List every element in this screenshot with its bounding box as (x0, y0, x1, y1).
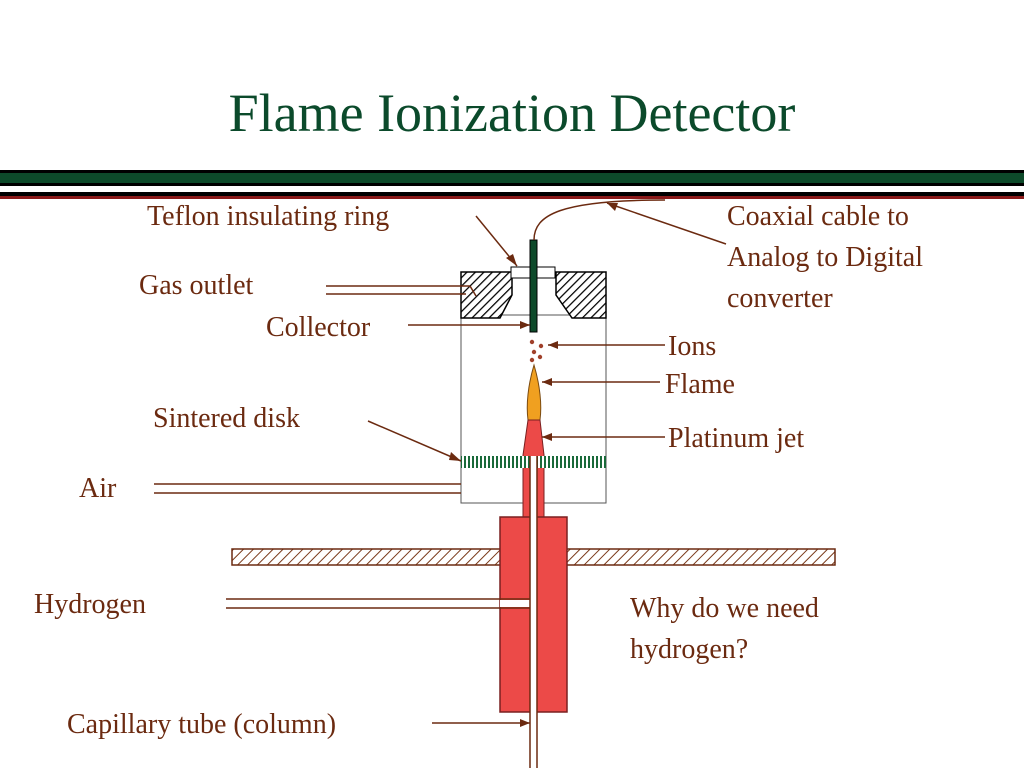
cap-left (460, 271, 513, 319)
hydrogen-inlet-pipe (226, 598, 534, 609)
label-collector: Collector (266, 312, 371, 343)
label-coax-line3: converter (727, 283, 833, 314)
label-coax-line1: Coaxial cable to (727, 201, 909, 232)
ion-dots (529, 339, 544, 363)
label-capillary: Capillary tube (column) (67, 709, 336, 740)
capillary-tube (529, 456, 538, 768)
label-sintered-disk: Sintered disk (153, 403, 300, 434)
label-hydrogen: Hydrogen (34, 589, 146, 620)
label-teflon-ring: Teflon insulating ring (147, 201, 389, 232)
cap-right (555, 271, 607, 319)
gas-outlet-pipe (326, 285, 477, 297)
label-ions: Ions (668, 331, 716, 362)
coaxial-cable (533, 199, 666, 241)
label-air: Air (79, 473, 117, 504)
label-platinum-jet: Platinum jet (668, 423, 804, 454)
question-line2: hydrogen? (630, 634, 748, 665)
leader-lines (367, 202, 727, 727)
label-flame: Flame (665, 369, 735, 400)
air-inlet-pipe (154, 483, 461, 494)
slide-title: Flame Ionization Detector (228, 83, 796, 143)
question-line1: Why do we need (630, 593, 819, 624)
collector-rod (529, 239, 538, 333)
header-rule (0, 170, 1024, 199)
label-gas-outlet: Gas outlet (139, 270, 254, 301)
label-coax-line2: Analog to Digital (727, 242, 923, 273)
